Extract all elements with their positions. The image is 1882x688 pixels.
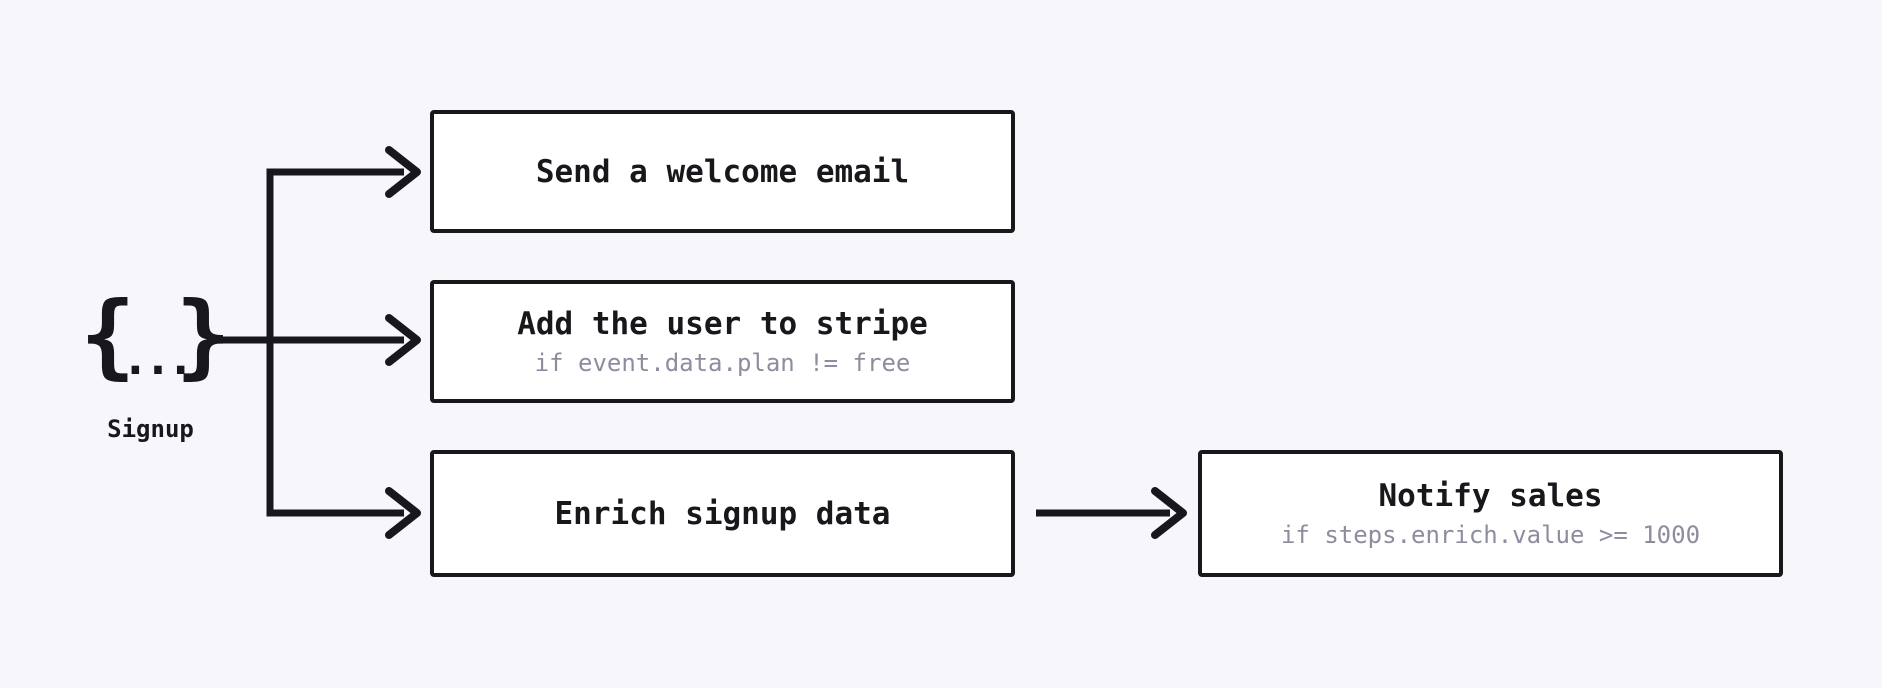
arrowhead-stripe-icon [385, 314, 421, 366]
step-node-enrich-data: Enrich signup data [430, 450, 1015, 577]
step-condition: if event.data.plan != free [534, 349, 911, 377]
event-label: Signup [107, 415, 194, 443]
arrowhead-enrich-icon [385, 487, 421, 539]
ellipsis-dots: ... [121, 331, 194, 385]
step-condition: if steps.enrich.value >= 1000 [1280, 521, 1701, 549]
arrowhead-welcome-icon [385, 146, 421, 198]
step-title: Enrich signup data [554, 495, 891, 532]
event-payload-icon: { ... } [78, 281, 231, 389]
step-node-add-to-stripe: Add the user to stripe if event.data.pla… [430, 280, 1015, 403]
step-node-welcome-email: Send a welcome email [430, 110, 1015, 233]
brace-close: } [175, 281, 231, 389]
step-title: Notify sales [1378, 478, 1603, 514]
step-node-notify-sales: Notify sales if steps.enrich.value >= 10… [1198, 450, 1783, 577]
brace-open: { [80, 281, 135, 389]
step-title: Add the user to stripe [517, 306, 928, 342]
event-node-signup: { ... } Signup [78, 281, 231, 443]
step-title: Send a welcome email [535, 153, 910, 190]
arrowhead-notify-icon [1151, 487, 1187, 539]
